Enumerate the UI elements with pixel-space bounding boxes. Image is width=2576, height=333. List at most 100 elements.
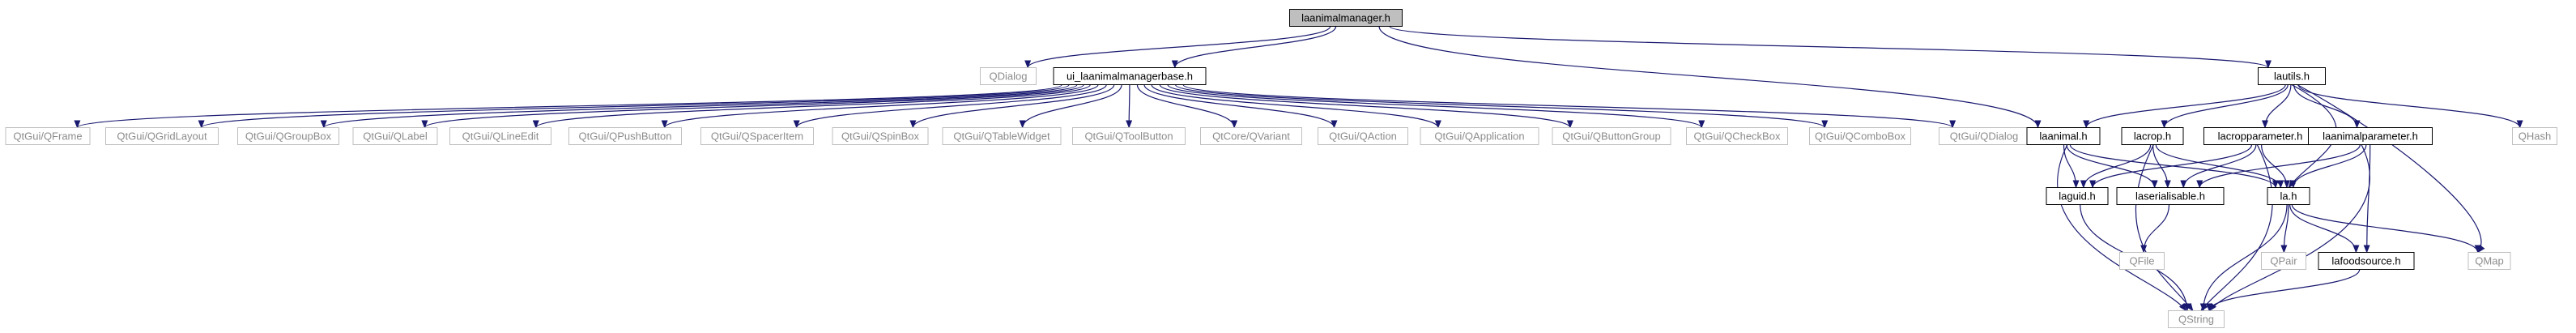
edge-lautils-h-to-laanimal-h [2083, 84, 2286, 129]
node-box [5, 127, 91, 145]
edge-ui-laanimalmanagerbase-h-to-qtgui-qlineedit [532, 83, 1091, 129]
node-label: la.h [2280, 190, 2297, 203]
node-ui-laanimalmanagerbase-h[interactable]: ui_laanimalmanagerbase.h [1053, 67, 1207, 85]
node-label: laanimalparameter.h [2323, 130, 2418, 143]
node-qtgui-qaction: QtGui/QAction [1318, 127, 1408, 145]
edge-la-h-to-lafoodsource-h [2289, 204, 2360, 254]
node-label: laanimal.h [2039, 130, 2087, 143]
node-box [1318, 127, 1408, 145]
edge-ui-laanimalmanagerbase-h-to-qtgui-qgridlayout [198, 83, 1070, 129]
node-qhash: QHash [2512, 127, 2557, 145]
edge-ui-laanimalmanagerbase-h-to-qtgui-qbuttongroup [1159, 83, 1573, 129]
node-box [352, 127, 438, 145]
edge-ui-laanimalmanagerbase-h-to-qtgui-qcombobox [1174, 83, 1828, 129]
node-label: QtGui/QCheckBox [1694, 130, 1781, 143]
node-box [2308, 127, 2433, 145]
edge-lacrop-h-to-qstring [2135, 144, 2194, 312]
node-label: lacropparameter.h [2218, 130, 2303, 143]
edge-lautils-h-to-lacropparameter-h [2262, 84, 2292, 129]
node-label: lacrop.h [2134, 130, 2171, 143]
node-laguid-h[interactable]: laguid.h [2046, 187, 2109, 205]
node-box [1053, 67, 1207, 85]
node-label: QtGui/QPushButton [579, 130, 672, 143]
edge-lautils-h-to-laanimalparameter-h [2293, 84, 2361, 129]
node-label: lafoodsource.h [2331, 255, 2400, 267]
node-qtgui-qtoolbutton: QtGui/QToolButton [1072, 127, 1186, 145]
node-box [2467, 252, 2511, 270]
node-label: lautils.h [2274, 70, 2310, 83]
node-lafoodsource-h[interactable]: lafoodsource.h [2318, 252, 2415, 270]
node-qtgui-qcombobox: QtGui/QComboBox [1809, 127, 1911, 145]
edge-lafoodsource-h-to-qstring [2206, 269, 2361, 312]
node-box [2168, 310, 2225, 328]
edge-lacrop-h-to-laguid-h [2080, 144, 2152, 189]
node-label: QtGui/QFrame [13, 130, 82, 143]
node-label: laanimalmanager.h [1301, 12, 1390, 24]
node-box [568, 127, 682, 145]
edge-laserialisable-h-to-qfile [2140, 204, 2170, 254]
node-box [2121, 127, 2184, 145]
node-lacrop-h[interactable]: lacrop.h [2121, 127, 2184, 145]
node-label: laserialisable.h [2135, 190, 2205, 203]
node-qpair: QPair [2261, 252, 2306, 270]
node-qtgui-qframe: QtGui/QFrame [5, 127, 91, 145]
node-box [449, 127, 551, 145]
node-qtgui-qpushbutton: QtGui/QPushButton [568, 127, 682, 145]
node-box [1686, 127, 1788, 145]
node-qfile: QFile [2119, 252, 2165, 270]
node-label: QDialog [990, 70, 1028, 83]
node-laanimalparameter-h[interactable]: laanimalparameter.h [2308, 127, 2433, 145]
node-box [1072, 127, 1186, 145]
edge-laanimal-h-to-qstring [2056, 144, 2187, 312]
node-la-h[interactable]: la.h [2267, 187, 2310, 205]
node-lacropparameter-h[interactable]: lacropparameter.h [2203, 127, 2317, 145]
edge-ui-laanimalmanagerbase-h-to-qtgui-qgroupbox [321, 83, 1078, 129]
edge-laanimal-h-to-laguid-h [2063, 144, 2080, 189]
edge-ui-laanimalmanagerbase-h-to-qtcore-qvariant [1136, 84, 1238, 129]
edge-laanimalmanager-h-to-qdialog-top [1024, 26, 1331, 69]
node-qtgui-qlineedit: QtGui/QLineEdit [449, 127, 551, 145]
node-qtgui-qspinbox: QtGui/QSpinBox [832, 127, 929, 145]
node-qtgui-qlabel: QtGui/QLabel [352, 127, 438, 145]
node-label: QtGui/QAction [1329, 130, 1397, 143]
edge-ui-laanimalmanagerbase-h-to-qtgui-qcheckbox [1167, 83, 1705, 129]
edge-laanimalmanager-h-to-ui-laanimalmanagerbase-h [1171, 26, 1337, 69]
node-lautils-h[interactable]: lautils.h [2258, 67, 2326, 85]
edge-laanimalparameter-h-to-la-h [2289, 144, 2367, 189]
edge-la-h-to-qstring [2199, 204, 2288, 312]
node-qtgui-qgroupbox: QtGui/QGroupBox [237, 127, 339, 145]
node-box [700, 127, 814, 145]
node-label: QtGui/QToolButton [1084, 130, 1173, 143]
node-qtcore-qvariant: QtCore/QVariant [1200, 127, 1302, 145]
node-qtgui-qapplication: QtGui/QApplication [1420, 127, 1539, 145]
node-box [2046, 187, 2109, 205]
node-label: QtGui/QGroupBox [245, 130, 332, 143]
node-laserialisable-h[interactable]: laserialisable.h [2116, 187, 2225, 205]
edge-laanimalmanager-h-to-laanimal-h [1378, 26, 2042, 129]
node-label: QtCore/QVariant [1212, 130, 1290, 143]
node-box [2119, 252, 2165, 270]
edge-lacropparameter-h-to-laserialisable-h [2180, 144, 2257, 189]
node-label: QtGui/QGridLayout [117, 130, 207, 143]
edge-lautils-h-to-lacrop-h [2161, 84, 2289, 129]
node-qstring: QString [2168, 310, 2225, 328]
node-qdialog-top: QDialog [980, 67, 1037, 85]
node-label: QMap [2475, 255, 2503, 267]
node-qmap: QMap [2467, 252, 2511, 270]
node-label: ui_laanimalmanagerbase.h [1067, 70, 1193, 83]
edge-lacropparameter-h-to-la-h [2261, 144, 2290, 189]
node-box [2116, 187, 2225, 205]
edge-ui-laanimalmanagerbase-h-to-qtgui-qpushbutton [661, 83, 1099, 129]
node-box [1552, 127, 1671, 145]
node-label: QtGui/QDialog [1950, 130, 2019, 143]
node-box [105, 127, 219, 145]
node-laanimalmanager-h[interactable]: laanimalmanager.h [1289, 9, 1403, 27]
node-qtgui-qbuttongroup: QtGui/QButtonGroup [1552, 127, 1671, 145]
node-laanimal-h[interactable]: laanimal.h [2026, 127, 2101, 145]
edge-ui-laanimalmanagerbase-h-to-qtgui-qspinbox [909, 84, 1115, 129]
node-label: QtGui/QLabel [363, 130, 428, 143]
node-label: QtGui/QSpinBox [841, 130, 920, 143]
node-qtgui-qdialog: QtGui/QDialog [1939, 127, 2029, 145]
edge-laanimalparameter-h-to-qstring [2208, 144, 2370, 312]
